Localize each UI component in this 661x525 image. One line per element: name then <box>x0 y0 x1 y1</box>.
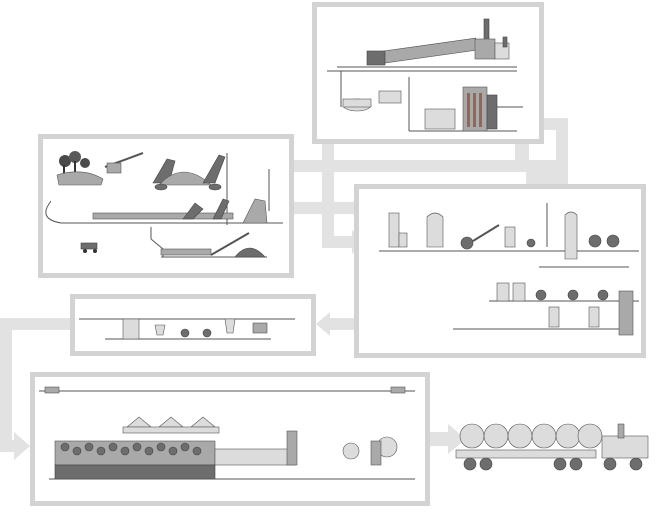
arrow-woodyard-to-recovery <box>292 160 522 172</box>
lime-kiln <box>376 37 478 65</box>
panel-pulping <box>354 184 646 358</box>
screen <box>242 198 268 224</box>
bleach-tower <box>564 211 578 260</box>
storage-tank-large <box>618 290 634 336</box>
digester-tower <box>388 212 400 248</box>
chipper-conveyor <box>104 152 144 174</box>
washer <box>460 236 474 250</box>
panel-recovery <box>312 2 544 144</box>
paper-rolls <box>459 423 603 449</box>
calender <box>286 430 298 466</box>
panel-woodyard <box>38 134 294 278</box>
arrow-papermachine-to-truck <box>430 432 450 446</box>
refiner <box>180 328 190 338</box>
trees <box>59 151 90 175</box>
digester <box>234 247 266 258</box>
arrow-stockprep-to-papermachine <box>0 440 16 452</box>
dryer-section <box>54 440 216 466</box>
panel-stock-prep <box>70 294 316 356</box>
shipping-truck <box>452 414 660 484</box>
hoods <box>122 416 220 434</box>
panel-paper-machine <box>30 372 430 506</box>
tank <box>154 324 166 336</box>
arrow-woodyard-to-pulping <box>292 202 370 214</box>
storage-tank <box>424 108 456 130</box>
reel <box>342 442 360 460</box>
storage-tank <box>426 212 444 248</box>
arrow-pulping-to-stockprep <box>330 318 354 330</box>
